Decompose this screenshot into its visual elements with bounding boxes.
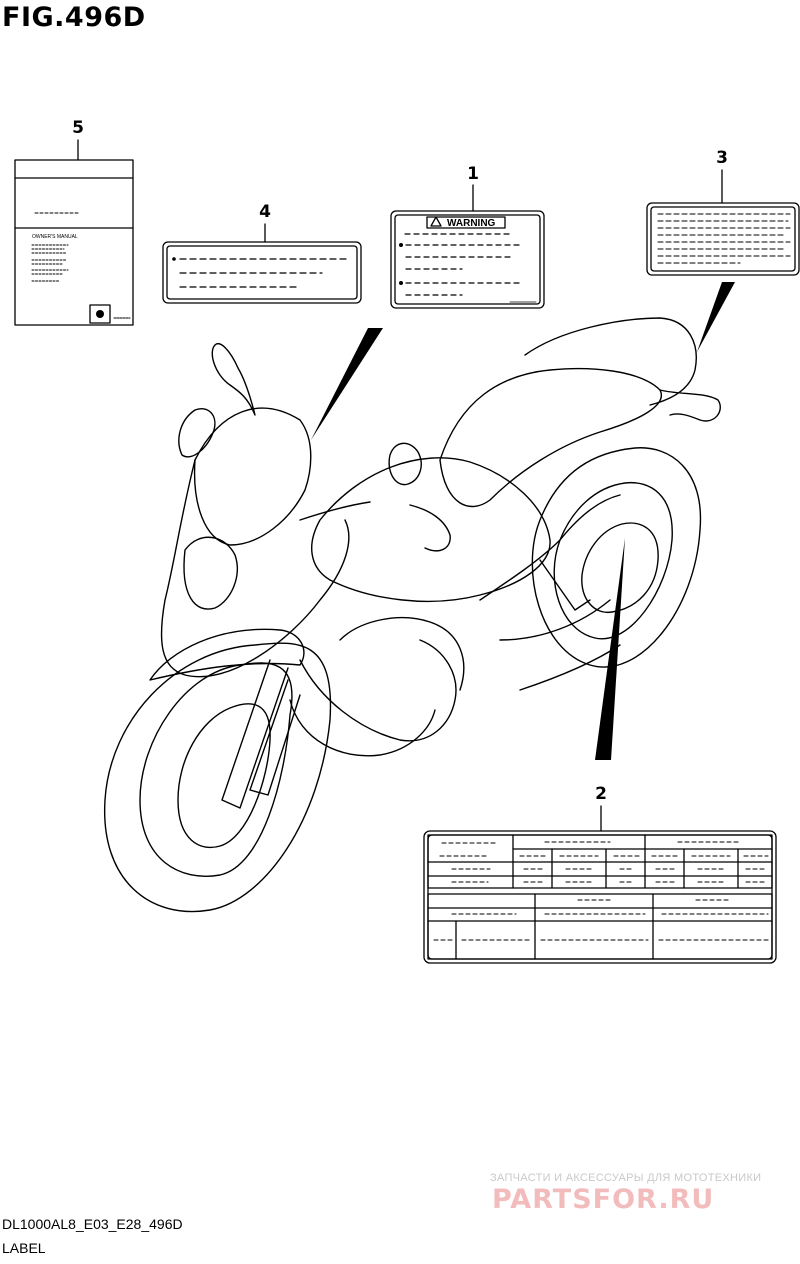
callout-4[interactable]: 4 xyxy=(259,202,271,222)
pointer-label-2 xyxy=(595,538,625,760)
warning-triangle-icon xyxy=(430,216,442,227)
callout-1[interactable]: 1 xyxy=(467,164,479,184)
watermark-tagline: ЗАПЧАСТИ И АКСЕССУАРЫ ДЛЯ МОТОТЕХНИКИ xyxy=(490,1172,762,1184)
owners-manual-book[interactable] xyxy=(14,159,134,326)
watermark-brand: PARTSFOR.RU xyxy=(492,1184,715,1215)
warning-label-heading: WARNING xyxy=(447,218,496,229)
label-4-plate[interactable] xyxy=(162,241,362,304)
callout-pointers xyxy=(311,282,735,760)
motorcycle-outline xyxy=(104,317,721,913)
section-label: LABEL xyxy=(2,1240,46,1256)
callout-5[interactable]: 5 xyxy=(72,118,84,138)
pointer-label-4 xyxy=(311,328,383,440)
tire-info-label-plate[interactable] xyxy=(423,830,777,964)
pointer-label-3 xyxy=(697,282,735,352)
figure-code: DL1000AL8_E03_E28_496D xyxy=(2,1216,183,1232)
label-3-plate[interactable] xyxy=(646,202,800,276)
figure-title: FIG.496D xyxy=(2,2,146,33)
brand-logo-icon xyxy=(96,310,104,318)
callout-2[interactable]: 2 xyxy=(595,784,607,804)
owners-manual-heading: OWNER'S MANUAL xyxy=(32,234,78,240)
warning-label-plate[interactable] xyxy=(390,210,545,309)
callout-3[interactable]: 3 xyxy=(716,148,728,168)
